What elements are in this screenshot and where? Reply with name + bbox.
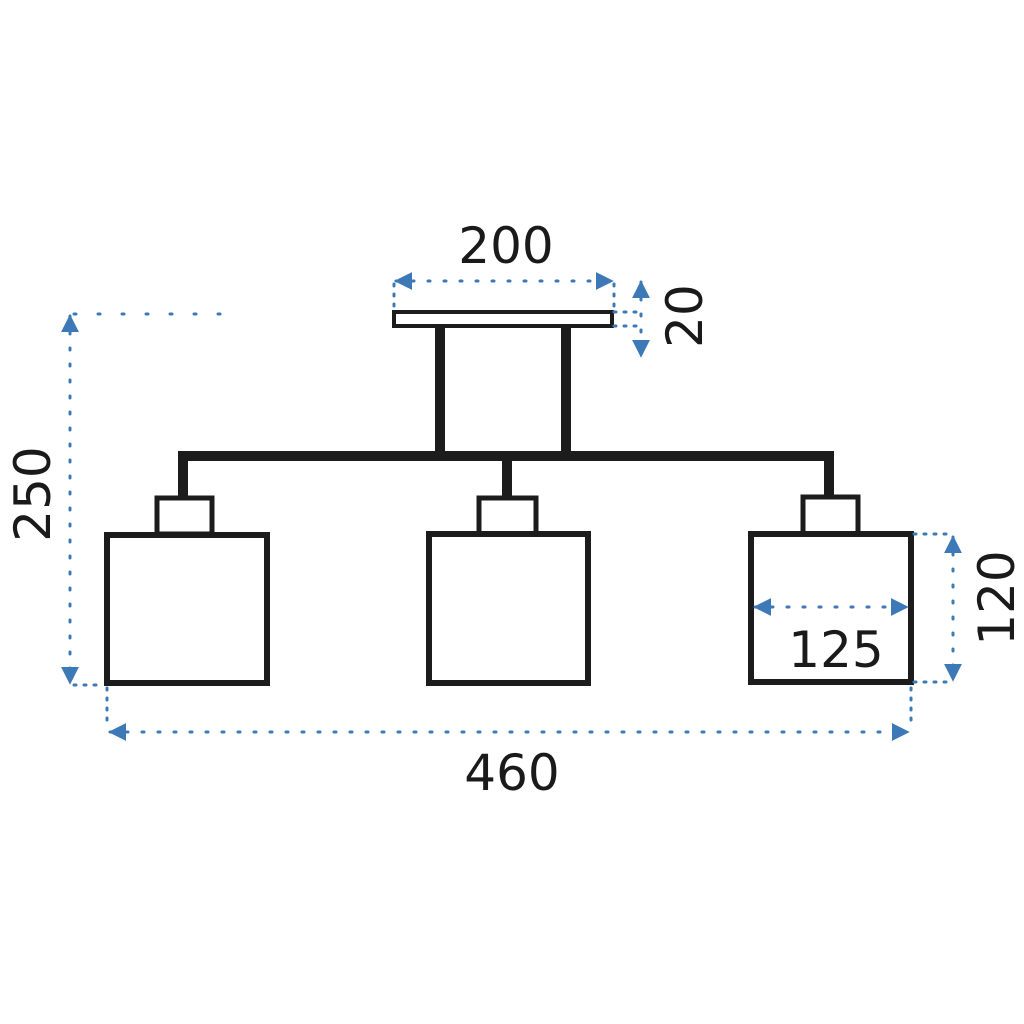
shade-center: [426, 531, 591, 686]
dimension-lines: [61, 272, 962, 741]
label-total-width: 460: [464, 744, 559, 802]
lamp-drawing: [104, 310, 914, 686]
label-shade-width: 125: [788, 621, 883, 679]
socket-left: [154, 495, 215, 537]
label-total-height: 250: [4, 446, 62, 541]
socket-center: [476, 495, 539, 537]
label-plate-width: 200: [458, 217, 553, 275]
ceiling-plate: [392, 310, 614, 328]
shade-left: [104, 532, 270, 686]
socket-right: [800, 494, 861, 537]
label-shade-height: 120: [968, 550, 1024, 645]
shade-right: [748, 531, 914, 685]
dimension-labels: 200 20 250 120 125 460: [4, 217, 1024, 802]
label-plate-height: 20: [656, 284, 714, 348]
